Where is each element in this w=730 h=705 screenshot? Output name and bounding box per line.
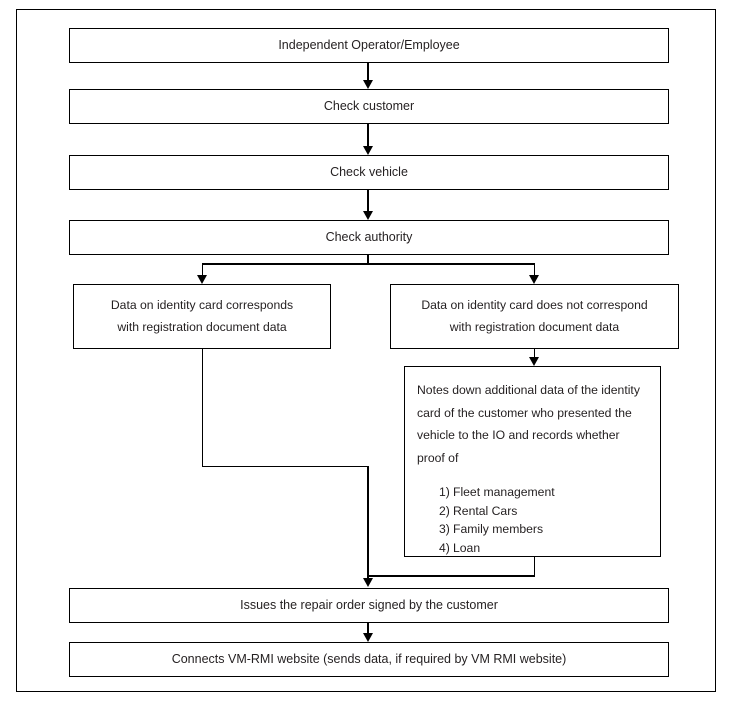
process-node-check-customer[interactable]: Check customer xyxy=(69,89,669,124)
notes-list-item-number: 4) xyxy=(439,540,450,555)
process-node-label: Check authority xyxy=(325,229,413,244)
notes-list-item: 4)Loan xyxy=(417,539,648,558)
process-node-connects-vm-rmi-website[interactable]: Connects VM-RMI website (sends data, if … xyxy=(69,642,669,677)
connector-split-to-right-branch xyxy=(533,263,536,275)
process-node-label: Independent Operator/Employee xyxy=(278,37,460,52)
connector-check-authority-stem xyxy=(367,255,369,264)
connector-branch-split-bar xyxy=(202,263,535,265)
decision-node-data-does-not-correspond[interactable]: Data on identity card does not correspon… xyxy=(390,284,679,349)
process-node-check-authority[interactable]: Check authority xyxy=(69,220,669,255)
process-node-label: Check customer xyxy=(323,98,415,113)
process-node-issues-repair-order[interactable]: Issues the repair order signed by the cu… xyxy=(69,588,669,623)
arrowhead-icon xyxy=(362,578,373,587)
arrowhead-icon xyxy=(362,633,373,642)
process-node-label: Check vehicle xyxy=(330,164,408,179)
notes-list-item-number: 2) xyxy=(439,503,450,518)
connector-check-customer-to-check-vehicle xyxy=(367,124,369,147)
connector-start-to-check-customer xyxy=(367,63,369,81)
connector-left-branch-across xyxy=(201,465,369,468)
notes-list-item-text: Family members xyxy=(453,522,544,537)
notes-body-text: Notes down additional data of the identi… xyxy=(417,383,640,465)
process-node-notes-additional-data[interactable]: Notes down additional data of the identi… xyxy=(404,366,661,557)
process-node-label: Issues the repair order signed by the cu… xyxy=(240,597,498,612)
connector-left-branch-to-repair-order xyxy=(367,465,369,579)
notes-list-item: 1)Fleet management xyxy=(417,483,648,502)
notes-list-item-text: Rental Cars xyxy=(453,503,518,518)
connector-repair-order-to-website xyxy=(367,623,369,634)
notes-list-item-text: Loan xyxy=(453,540,481,555)
process-node-independent-operator[interactable]: Independent Operator/Employee xyxy=(69,28,669,63)
notes-list-item-text: Fleet management xyxy=(453,485,555,500)
decision-node-line-2: with registration document data xyxy=(449,319,620,334)
arrowhead-icon xyxy=(362,211,373,220)
arrowhead-icon xyxy=(529,357,539,366)
arrowhead-icon xyxy=(362,146,373,155)
decision-node-line-1: Data on identity card corresponds xyxy=(110,298,294,313)
connector-right-branch-to-notes xyxy=(533,349,536,358)
notes-list-item: 3)Family members xyxy=(417,520,648,539)
connector-left-branch-down xyxy=(201,349,204,467)
decision-node-label: Data on identity card does not correspon… xyxy=(413,295,655,338)
arrowhead-icon xyxy=(529,275,539,284)
decision-node-line-2: with registration document data xyxy=(117,319,287,334)
notes-list-item: 2)Rental Cars xyxy=(417,502,648,521)
arrowhead-icon xyxy=(197,275,207,284)
connector-check-vehicle-to-check-authority xyxy=(367,190,369,212)
decision-node-data-corresponds[interactable]: Data on identity card corresponds with r… xyxy=(73,284,331,349)
notes-list-item-number: 3) xyxy=(439,522,450,537)
connector-notes-across xyxy=(367,575,535,577)
decision-node-label: Data on identity card corresponds with r… xyxy=(103,295,301,338)
decision-node-line-1: Data on identity card does not correspon… xyxy=(421,298,648,313)
process-node-check-vehicle[interactable]: Check vehicle xyxy=(69,155,669,190)
arrowhead-icon xyxy=(362,80,373,89)
process-node-label: Connects VM-RMI website (sends data, if … xyxy=(171,651,567,666)
connector-split-to-left-branch xyxy=(201,263,204,275)
notes-list-item-number: 1) xyxy=(439,485,450,500)
connector-notes-down xyxy=(533,557,536,576)
